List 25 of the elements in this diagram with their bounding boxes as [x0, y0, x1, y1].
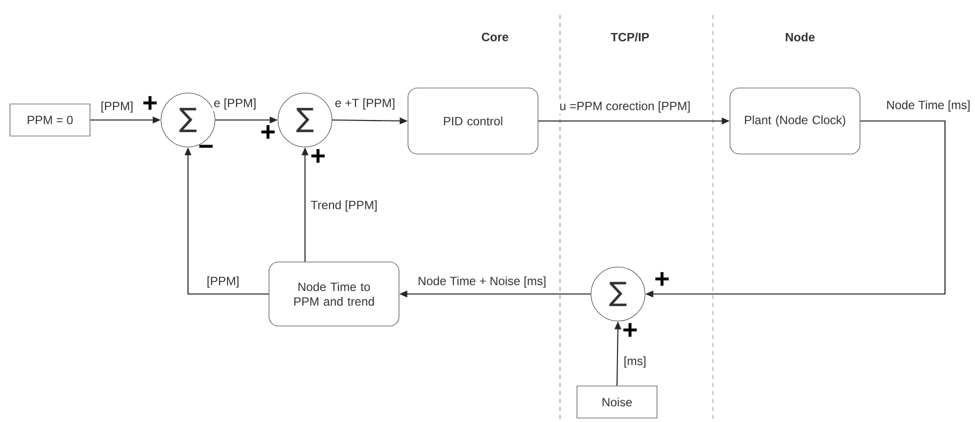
process-box: PID control — [408, 88, 538, 154]
edge-label: [ms] — [624, 356, 646, 368]
section-heading: TCP/IP — [610, 32, 649, 42]
sign-symbol: + — [655, 272, 669, 286]
edge-label: Trend [PPM] — [310, 200, 377, 212]
section-heading: Node — [786, 32, 815, 42]
process-box: Plant (Node Clock) — [730, 88, 860, 154]
sign-symbol: − — [199, 144, 213, 148]
sign-symbol: + — [311, 149, 325, 163]
edge-label: u =PPM corection [PPM] — [560, 101, 690, 113]
sign-symbol: + — [623, 323, 637, 337]
edge-label: Node Time [ms] — [887, 100, 970, 112]
edge-label: [PPM] — [208, 276, 238, 288]
edge-label: e +T [PPM] — [335, 98, 394, 110]
summing-junction: ∑ — [590, 266, 646, 322]
edge-label: Node Time + Noise [ms] — [418, 276, 546, 288]
edge-label: [PPM] — [102, 101, 132, 113]
signal-box: PPM = 0 — [10, 104, 90, 136]
sign-symbol: + — [143, 96, 157, 110]
summing-junction: ∑ — [278, 92, 332, 148]
process-box: Node Time to PPM and trend — [268, 262, 400, 326]
edge-label: e [PPM] — [214, 98, 256, 110]
section-heading: Core — [482, 32, 508, 42]
signal-box: Noise — [576, 386, 658, 418]
sign-symbol: + — [261, 125, 275, 139]
